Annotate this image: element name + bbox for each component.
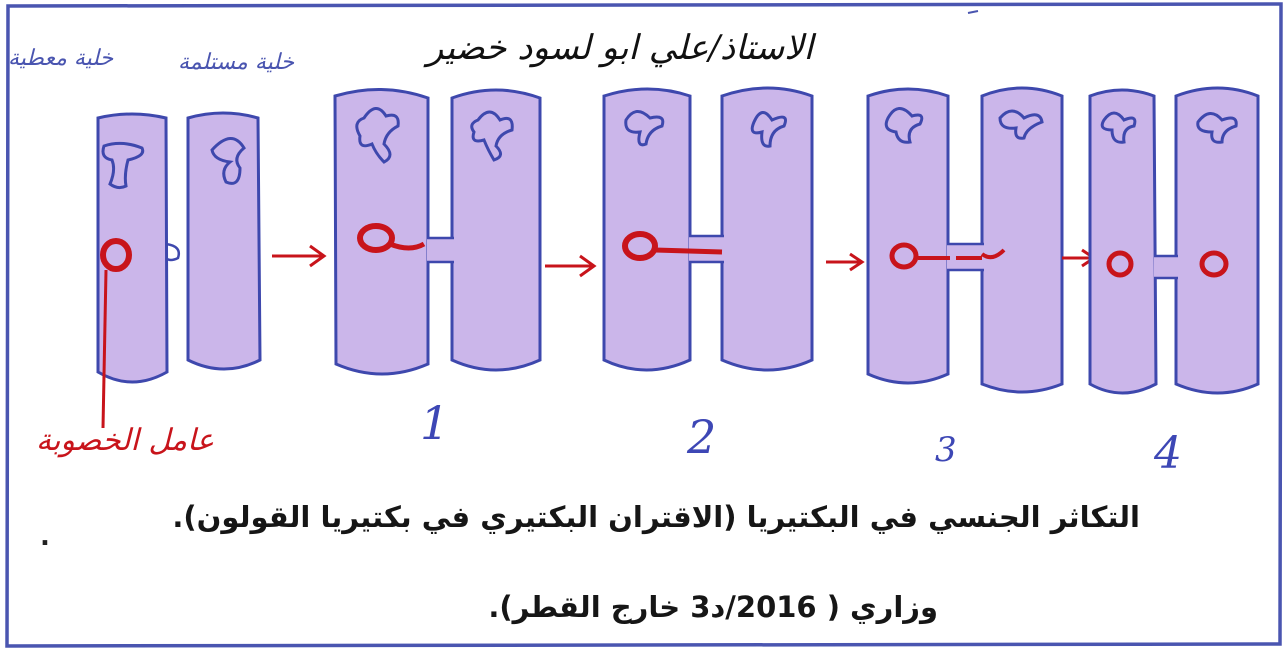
- stage1-donor-chromosome: [355, 107, 400, 164]
- step-number-1: 1: [420, 396, 450, 450]
- stage1-donor-cell: [333, 88, 430, 376]
- outer-frame: [5, 2, 1283, 648]
- frame-tick: [967, 10, 979, 14]
- stage1-plasmid-strand: [389, 241, 426, 251]
- stage2-recipient-chromosome: [750, 111, 787, 148]
- fertility-factor-label: عامل الخصوبة: [36, 423, 215, 458]
- author-signature: الاستاذ/علي ابو لسود خضير: [426, 28, 814, 68]
- stage4-recipient-chromosome: [1196, 112, 1238, 144]
- donor-cell-label: خلية معطية: [8, 46, 114, 71]
- stage2-f-plasmid: [622, 231, 658, 261]
- arrow-to-step-1: [272, 244, 327, 268]
- arrow-to-step-2: [545, 254, 597, 278]
- stage1-recipient-cell: [450, 88, 542, 372]
- stage3-plasmid-strand-recipient: [980, 248, 1006, 260]
- fertility-factor-pointer: [101, 269, 108, 429]
- stage3-donor-chromosome: [884, 107, 924, 144]
- stage2-donor-chromosome: [624, 110, 665, 147]
- donor-f-plasmid: [100, 238, 132, 272]
- donor-chromosome: [101, 141, 145, 190]
- stage4-donor-chromosome: [1100, 111, 1137, 144]
- stage3-f-plasmid: [889, 242, 919, 270]
- stage2-plasmid-strand: [654, 247, 723, 255]
- exam-source-note: وزاري ( 2016/د3 خارج القطر).: [488, 590, 938, 624]
- stage4-recipient-f-plasmid: [1199, 250, 1229, 278]
- recipient-chromosome: [210, 137, 246, 185]
- arrow-to-step-3: [826, 252, 865, 272]
- recipient-cell-label: خلية مستلمة: [178, 50, 295, 75]
- donor-cell: [96, 112, 169, 384]
- stage1-recipient-chromosome: [470, 110, 514, 162]
- stage1-bridge: [427, 238, 454, 262]
- recipient-cell: [186, 111, 262, 371]
- caption-dot: .: [40, 522, 50, 552]
- stage4-bridge: [1154, 256, 1178, 278]
- stage4-donor-cell: [1088, 88, 1158, 395]
- stage4-recipient-cell: [1174, 86, 1260, 395]
- pilus-bud: [165, 242, 180, 262]
- step-number-2: 2: [687, 410, 717, 464]
- step-number-3: 3: [935, 430, 957, 470]
- stage3-recipient-cell: [980, 86, 1064, 394]
- stage2-donor-cell: [602, 87, 692, 372]
- stage2-recipient-cell: [720, 86, 814, 372]
- stage3-donor-cell: [866, 87, 950, 385]
- stage1-f-plasmid: [357, 223, 395, 253]
- stage4-donor-f-plasmid: [1106, 250, 1134, 278]
- diagram-caption: التكاثر الجنسي في البكتيريا (الاقتران ال…: [172, 500, 1140, 534]
- step-number-4: 4: [1154, 428, 1182, 479]
- stage3-recipient-chromosome: [998, 109, 1044, 140]
